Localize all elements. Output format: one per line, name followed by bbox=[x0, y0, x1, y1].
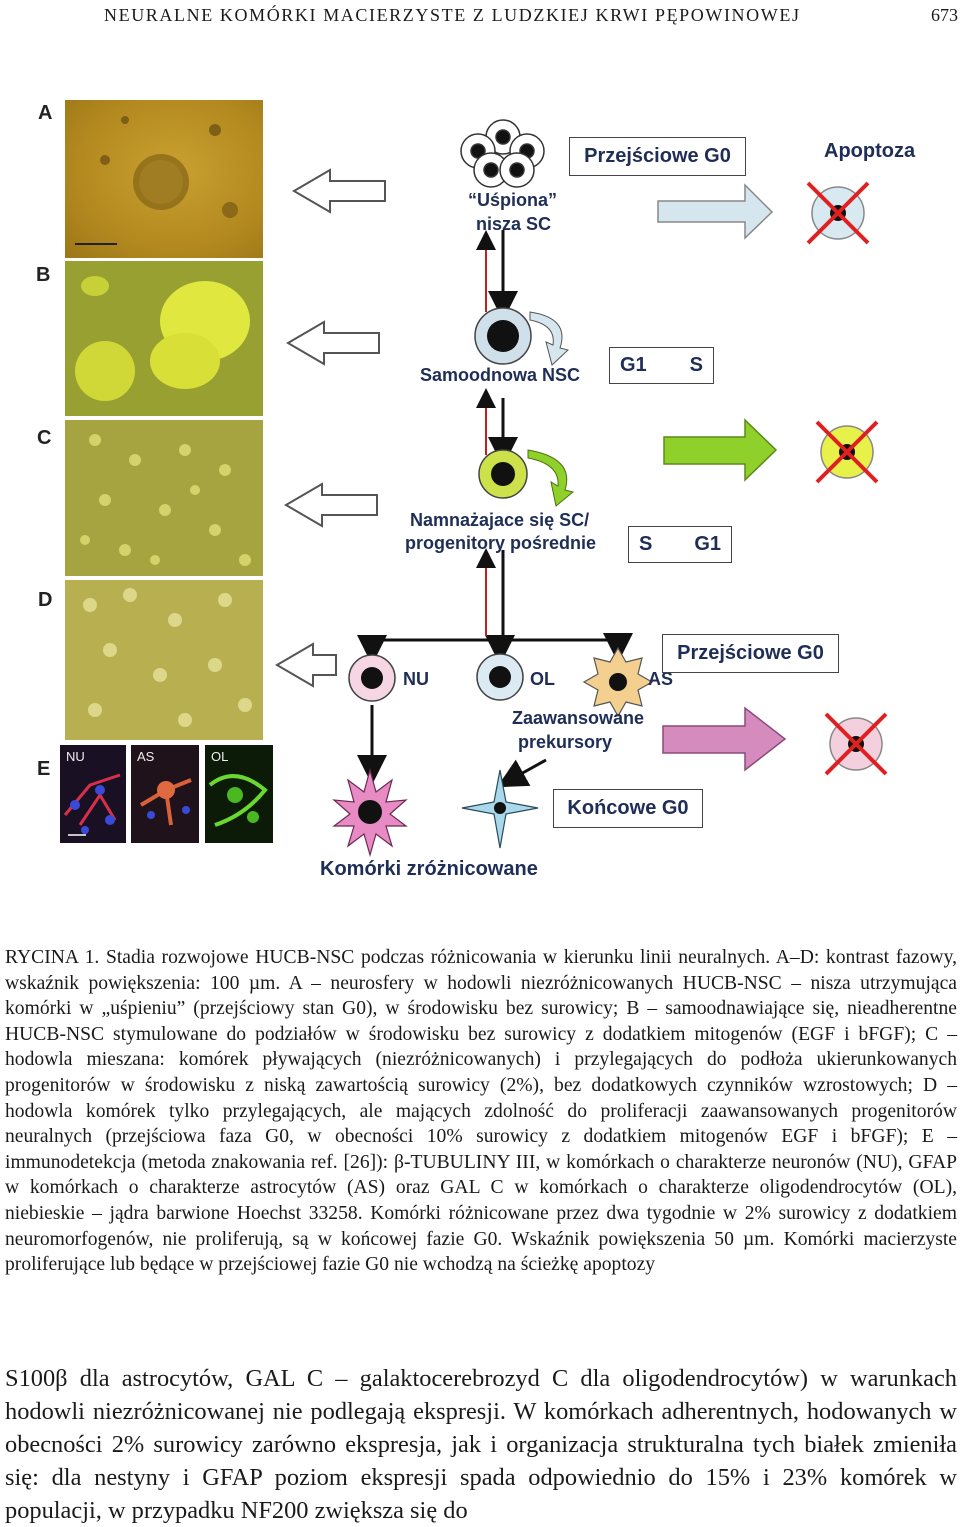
right-arrow-transitional bbox=[657, 183, 774, 240]
box-g1-s: G1 S bbox=[609, 347, 714, 384]
proliferation-curved-arrow bbox=[527, 449, 575, 507]
left-arrow-d bbox=[275, 642, 337, 688]
page-number: 673 bbox=[931, 5, 958, 25]
label-ol: OL bbox=[530, 669, 555, 689]
running-header: NEURALNE KOMÓRKI MACIERZYSTE Z LUDZKIEJ … bbox=[0, 5, 960, 27]
label-advanced-line2: prekursory bbox=[518, 732, 613, 752]
label-dormant-line1: “Uśpiona” bbox=[468, 190, 558, 210]
crossed-cell-2 bbox=[815, 420, 879, 484]
box-s-g1: S G1 bbox=[628, 526, 732, 563]
box-g1-s-to: S bbox=[689, 354, 703, 376]
fluorescence-label-as: AS bbox=[137, 749, 155, 764]
body-paragraph-text: S100β dla astrocytów, GAL C – galaktocer… bbox=[5, 1365, 957, 1524]
label-dormant-line2: nisza SC bbox=[476, 214, 552, 234]
figure-stem-cell-stages: A B C D E bbox=[0, 80, 960, 900]
panel-letter-b: B bbox=[36, 264, 51, 286]
box-s-g1-from: G1 bbox=[694, 533, 721, 555]
box-final-g0: Końcowe G0 bbox=[553, 789, 703, 828]
micrograph-b-clusters bbox=[65, 261, 263, 416]
box-transitional-g0-bottom: Przejściowe G0 bbox=[662, 634, 839, 673]
micrograph-c-mixed-culture bbox=[65, 420, 263, 576]
box-s-g1-to: S bbox=[639, 533, 653, 555]
dormant-niche-cells bbox=[460, 119, 545, 188]
label-proliferating-line2: progenitory pośrednie bbox=[405, 533, 597, 553]
label-nu: NU bbox=[403, 669, 429, 689]
label-advanced-line1: Zaawansowane bbox=[512, 708, 645, 728]
panel-letter-c: C bbox=[37, 427, 52, 449]
left-arrow-a bbox=[292, 168, 386, 214]
box-g1-s-from: G1 bbox=[620, 354, 647, 376]
label-differentiated: Komórki zróżnicowane bbox=[320, 858, 538, 880]
left-arrow-c bbox=[284, 482, 378, 528]
body-paragraph: S100β dla astrocytów, GAL C – galaktocer… bbox=[5, 1362, 957, 1527]
diagram-cell-cycle bbox=[275, 119, 888, 858]
right-arrow-proliferation bbox=[663, 418, 778, 482]
fluorescence-label-ol: OL bbox=[211, 749, 229, 764]
panel-letter-a: A bbox=[38, 102, 53, 124]
running-title: NEURALNE KOMÓRKI MACIERZYSTE Z LUDZKIEJ … bbox=[104, 5, 801, 25]
fluorescence-nu: NU bbox=[60, 745, 126, 843]
fluorescence-label-nu: NU bbox=[66, 749, 85, 764]
micrograph-d-adherent-culture bbox=[65, 580, 263, 740]
micrograph-a-neurosphere bbox=[65, 100, 263, 258]
crossed-cell-1 bbox=[806, 181, 870, 245]
label-apoptosis: Apoptoza bbox=[824, 140, 916, 162]
label-self-renewing: Samoodnowa NSC bbox=[420, 365, 581, 385]
crossed-cell-3 bbox=[824, 712, 888, 776]
right-arrow-advanced bbox=[662, 706, 787, 772]
left-arrow-b bbox=[286, 320, 380, 366]
figure-caption: RYCINA 1. Stadia rozwojowe HUCB-NSC podc… bbox=[5, 947, 957, 1276]
self-renewal-curved-arrow bbox=[529, 311, 570, 366]
panel-letter-d: D bbox=[38, 589, 53, 611]
panel-letter-e: E bbox=[37, 758, 51, 780]
fluorescence-as: AS bbox=[131, 745, 199, 843]
box-transitional-g0-top: Przejściowe G0 bbox=[569, 137, 746, 176]
label-proliferating-line1: Namnażajace się SC/ bbox=[410, 510, 590, 530]
label-as: AS bbox=[648, 669, 674, 689]
fluorescence-ol: OL bbox=[205, 745, 273, 843]
